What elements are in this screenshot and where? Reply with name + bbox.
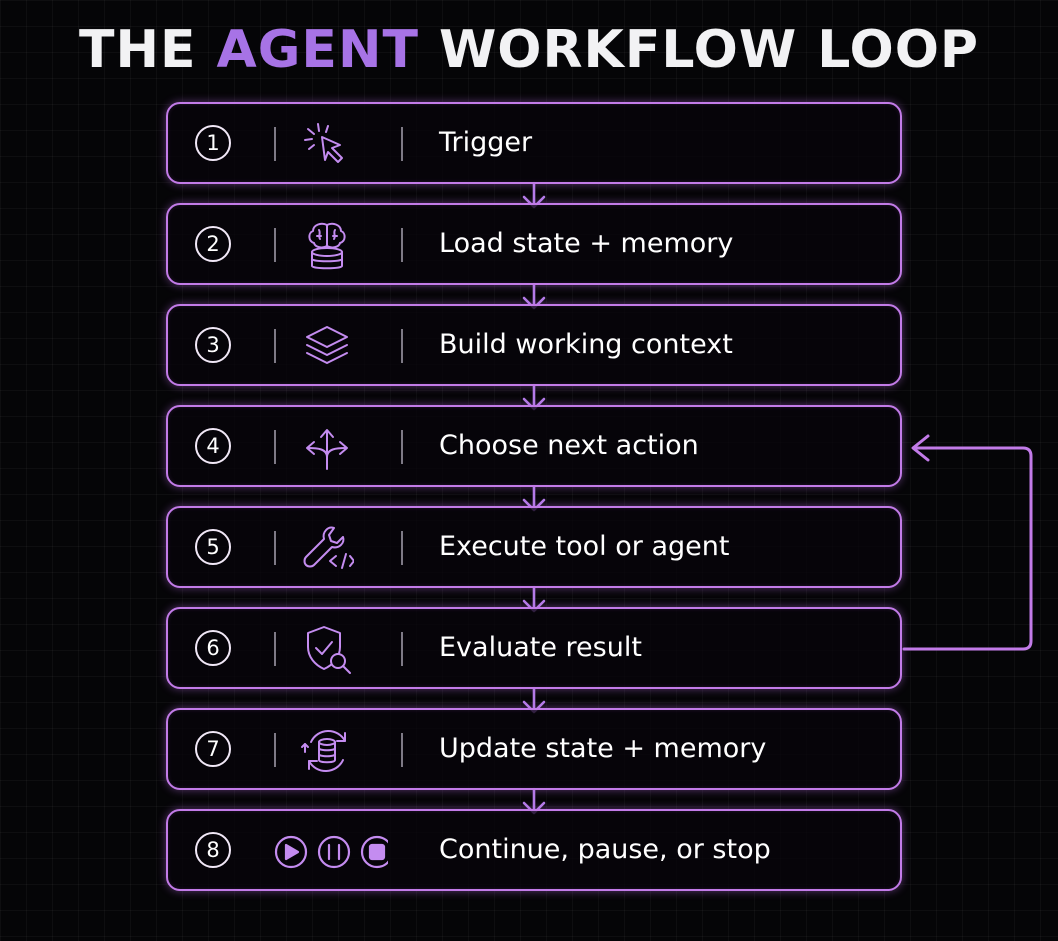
play-icon	[274, 835, 308, 869]
step-number: 8	[195, 832, 231, 868]
step-8: 8 Continue, pause, or stop	[166, 809, 902, 891]
divider	[401, 127, 403, 161]
shield-check-search-icon	[307, 626, 351, 674]
step-label: Continue, pause, or stop	[439, 834, 771, 865]
title-word-workflow: WORKFLOW	[438, 20, 798, 80]
playback-controls	[274, 835, 388, 869]
step-1: 1 Trigger	[166, 102, 902, 184]
step-label: Execute tool or agent	[439, 531, 730, 562]
title-word-loop: LOOP	[817, 20, 980, 80]
wrench-code-icon	[303, 526, 354, 569]
divider	[401, 531, 403, 565]
divider	[274, 632, 276, 666]
step-number: 6	[195, 630, 231, 666]
step-7: 7 Update state + memory	[166, 708, 902, 790]
divider	[401, 329, 403, 363]
divider	[274, 228, 276, 262]
step-4: 4 Choose next action	[166, 405, 902, 487]
step-label: Update state + memory	[439, 733, 767, 764]
divider	[274, 733, 276, 767]
cursor-click-icon	[304, 123, 343, 163]
step-label: Trigger	[439, 127, 533, 158]
step-label: Load state + memory	[439, 228, 734, 259]
step-number: 2	[195, 226, 231, 262]
step-5: 5 Execute tool or agent	[166, 506, 902, 588]
step-3: 3 Build working context	[166, 304, 902, 386]
layers-icon	[306, 326, 348, 364]
step-number: 7	[195, 731, 231, 767]
step-label: Evaluate result	[439, 632, 642, 663]
divider	[401, 632, 403, 666]
divider	[274, 430, 276, 464]
divider	[401, 430, 403, 464]
database-sync-icon	[301, 729, 346, 773]
step-label: Choose next action	[439, 430, 699, 461]
step-number: 5	[195, 529, 231, 565]
divider	[401, 733, 403, 767]
fork-arrows-icon	[306, 429, 348, 470]
divider	[274, 127, 276, 161]
divider	[401, 228, 403, 262]
step-label: Build working context	[439, 329, 733, 360]
loop-back-arrow	[902, 434, 1033, 651]
brain-database-icon	[308, 222, 346, 270]
divider	[274, 531, 276, 565]
step-6: 6 Evaluate result	[166, 607, 902, 689]
pause-icon	[317, 835, 351, 869]
divider	[274, 329, 276, 363]
step-number: 3	[195, 327, 231, 363]
step-number: 1	[195, 125, 231, 161]
step-number: 4	[195, 428, 231, 464]
title-word-agent: AGENT	[216, 20, 419, 80]
title-word-the: THE	[78, 20, 197, 80]
stop-icon	[360, 835, 388, 869]
diagram-title: THE AGENT WORKFLOW LOOP	[0, 20, 1058, 80]
step-2: 2 Load state + memory	[166, 203, 902, 285]
